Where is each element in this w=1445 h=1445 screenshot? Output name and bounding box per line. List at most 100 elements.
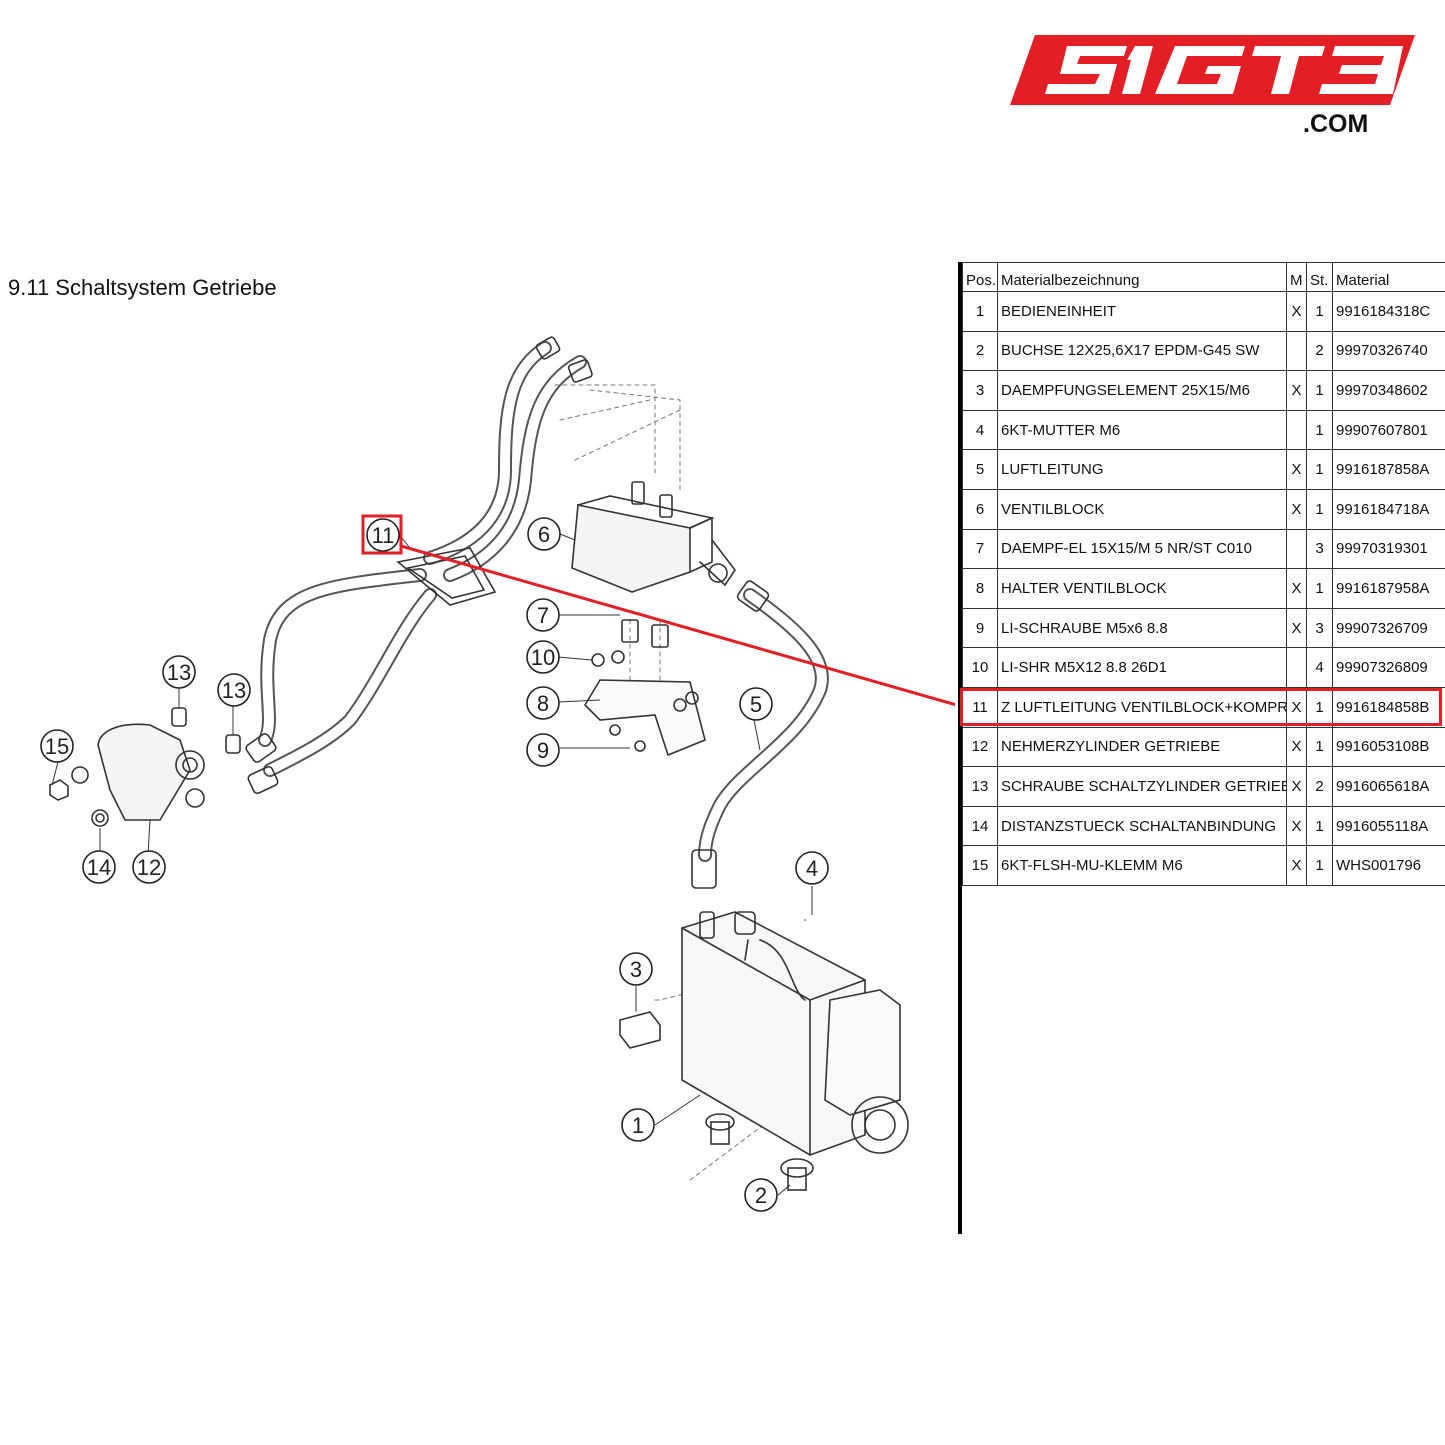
callout-label: 10 xyxy=(531,645,555,670)
header-material: Material xyxy=(1332,262,1445,292)
callout-label: 12 xyxy=(137,855,161,880)
cell-st: 1 xyxy=(1306,568,1333,609)
cell-st: 4 xyxy=(1306,647,1333,688)
header-m: M xyxy=(1286,262,1307,292)
cell-pos: 7 xyxy=(962,528,998,570)
cell-pos: 14 xyxy=(962,805,998,847)
callout-11 xyxy=(366,518,400,552)
cell-pos: 2 xyxy=(962,330,998,372)
cell-material: 9916065618A xyxy=(1332,766,1445,807)
cell-pos: 5 xyxy=(962,449,998,490)
cell-st: 1 xyxy=(1306,449,1333,490)
brand-logo xyxy=(1005,30,1420,142)
cell-name: SCHRAUBE SCHALTZYLINDER GETRIEBE xyxy=(997,766,1287,807)
callout-3 xyxy=(619,952,653,986)
cell-st: 1 xyxy=(1306,845,1333,886)
cell-m: X xyxy=(1286,607,1307,649)
header-name: Materialbezeichnung xyxy=(997,262,1287,292)
cell-m: X xyxy=(1286,370,1307,411)
callout-6 xyxy=(527,517,561,551)
callout-4 xyxy=(795,851,829,885)
cell-material: 99907607801 xyxy=(1332,409,1445,451)
callout-label: 13 xyxy=(167,660,191,685)
cell-m: X xyxy=(1286,449,1307,490)
cell-material: 99907326709 xyxy=(1332,607,1445,649)
brand-domain: .COM xyxy=(1303,110,1369,138)
cell-name: BUCHSE 12X25,6X17 EPDM-G45 SW xyxy=(997,330,1287,372)
cell-m: X xyxy=(1286,488,1307,530)
cell-pos: 1 xyxy=(962,291,998,332)
cell-name: 6KT-FLSH-MU-KLEMM M6 xyxy=(997,845,1287,886)
cell-st: 3 xyxy=(1306,607,1333,649)
cell-material: 99907326809 xyxy=(1332,647,1445,688)
cell-m xyxy=(1286,330,1307,372)
cell-material: 9916187958A xyxy=(1332,568,1445,609)
brand-logo-mark xyxy=(1010,35,1415,105)
cell-pos: 13 xyxy=(962,766,998,807)
callout-label: 11 xyxy=(372,523,395,548)
cell-material: 9916184858B xyxy=(1332,686,1445,728)
callout-label: 8 xyxy=(537,691,549,716)
cell-st: 1 xyxy=(1306,370,1333,411)
cell-material: 9916184318C xyxy=(1332,291,1445,332)
cell-material: 9916053108B xyxy=(1332,726,1445,768)
parts-table: Pos. Materialbezeichnung M St. Material … xyxy=(962,262,1445,886)
highlight-connector-line xyxy=(400,544,955,707)
callout-label: 2 xyxy=(755,1183,767,1208)
cell-name: NEHMERZYLINDER GETRIEBE xyxy=(997,726,1287,768)
callout-label: 4 xyxy=(806,856,818,881)
cell-st: 2 xyxy=(1306,330,1333,372)
cell-name: LI-SHR M5X12 8.8 26D1 xyxy=(997,647,1287,688)
callout-14 xyxy=(82,850,116,884)
cell-st: 1 xyxy=(1306,805,1333,847)
callout-highlight-box xyxy=(361,514,403,555)
callout-label: 13 xyxy=(222,678,246,703)
cell-st: 3 xyxy=(1306,528,1333,570)
cell-name: VENTILBLOCK xyxy=(997,488,1287,530)
cell-name: LUFTLEITUNG xyxy=(997,449,1287,490)
cell-material: 9916184718A xyxy=(1332,488,1445,530)
cell-pos: 11 xyxy=(962,686,998,728)
cell-st: 1 xyxy=(1306,291,1333,332)
cell-pos: 9 xyxy=(962,607,998,649)
cell-name: Z LUFTLEITUNG VENTILBLOCK+KOMPR. xyxy=(997,686,1287,728)
cell-st: 1 xyxy=(1306,409,1333,451)
callout-15 xyxy=(40,729,74,763)
cell-st: 1 xyxy=(1306,488,1333,530)
header-pos: Pos. xyxy=(962,262,998,292)
cell-m: X xyxy=(1286,805,1307,847)
cell-material: 9916055118A xyxy=(1332,805,1445,847)
callout-5 xyxy=(739,687,773,721)
table-header: Pos. Materialbezeichnung M St. Material xyxy=(962,262,1445,292)
callout-8 xyxy=(526,686,560,720)
cell-m: X xyxy=(1286,726,1307,768)
callout-label: 9 xyxy=(537,738,549,763)
header-st: St. xyxy=(1306,262,1333,292)
cell-m: X xyxy=(1286,568,1307,609)
callout-label: 6 xyxy=(538,522,550,547)
cell-m: X xyxy=(1286,291,1307,332)
cell-name: DAEMPF-EL 15X15/M 5 NR/ST C010 xyxy=(997,528,1287,570)
table-divider xyxy=(958,262,962,1234)
callout-label: 5 xyxy=(750,692,762,717)
cell-m: X xyxy=(1286,766,1307,807)
cell-name: HALTER VENTILBLOCK xyxy=(997,568,1287,609)
cell-st: 1 xyxy=(1306,726,1333,768)
highlighted-row-frame xyxy=(960,688,1442,726)
cell-name: 6KT-MUTTER M6 xyxy=(997,409,1287,451)
